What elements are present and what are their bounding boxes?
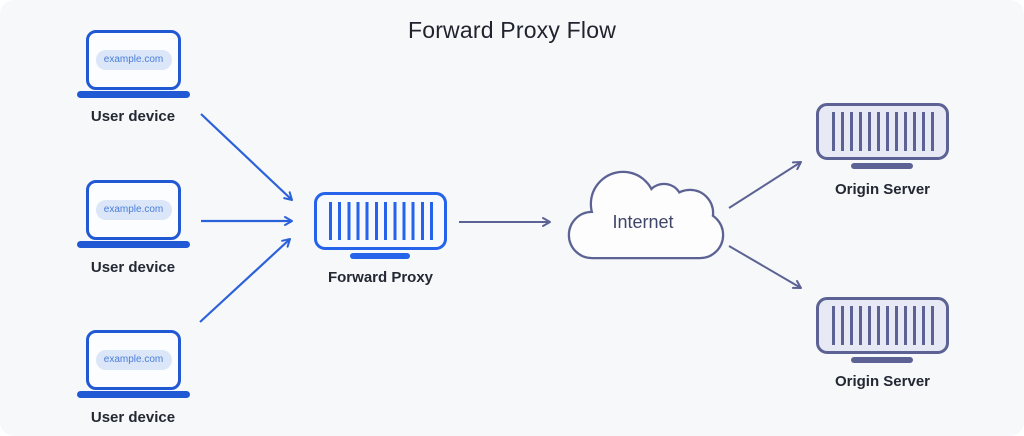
forward-proxy-server-icon — [314, 192, 447, 250]
laptop-screen: example.com — [86, 30, 181, 90]
forward-proxy-label: Forward Proxy — [327, 269, 434, 286]
server-vent-bars — [831, 306, 934, 345]
server-stand — [851, 357, 913, 363]
server-vent-bars — [831, 112, 934, 151]
server-stand — [851, 163, 913, 169]
arrow-internet-to-origin2 — [728, 245, 802, 289]
cloud-icon — [567, 170, 725, 260]
server-vent-bars — [328, 202, 433, 240]
laptop-base — [77, 90, 190, 98]
page-title: Forward Proxy Flow — [407, 17, 617, 43]
user-device-3-label: User device — [90, 409, 176, 426]
arrow-device3-to-proxy — [199, 238, 291, 323]
laptop-base — [77, 240, 190, 248]
arrow-device1-to-proxy — [200, 113, 293, 201]
origin-server-2-icon — [816, 297, 949, 354]
origin-server-1-label: Origin Server — [834, 181, 931, 198]
arrow-internet-to-origin1 — [728, 161, 802, 209]
user-device-1-label: User device — [90, 108, 176, 125]
laptop-screen: example.com — [86, 330, 181, 390]
laptop-screen: example.com — [86, 180, 181, 240]
origin-server-2-label: Origin Server — [834, 373, 931, 390]
user-device-2-label: User device — [90, 259, 176, 276]
internet-label: Internet — [612, 212, 674, 232]
server-stand — [350, 253, 410, 259]
browser-url-pill: example.com — [95, 200, 172, 220]
browser-url-pill: example.com — [95, 350, 172, 370]
user-device-3-laptop-icon: example.com — [77, 330, 190, 398]
user-device-2-laptop-icon: example.com — [77, 180, 190, 248]
user-device-1-laptop-icon: example.com — [77, 30, 190, 98]
browser-url-pill: example.com — [95, 50, 172, 70]
origin-server-1-icon — [816, 103, 949, 160]
laptop-base — [77, 390, 190, 398]
